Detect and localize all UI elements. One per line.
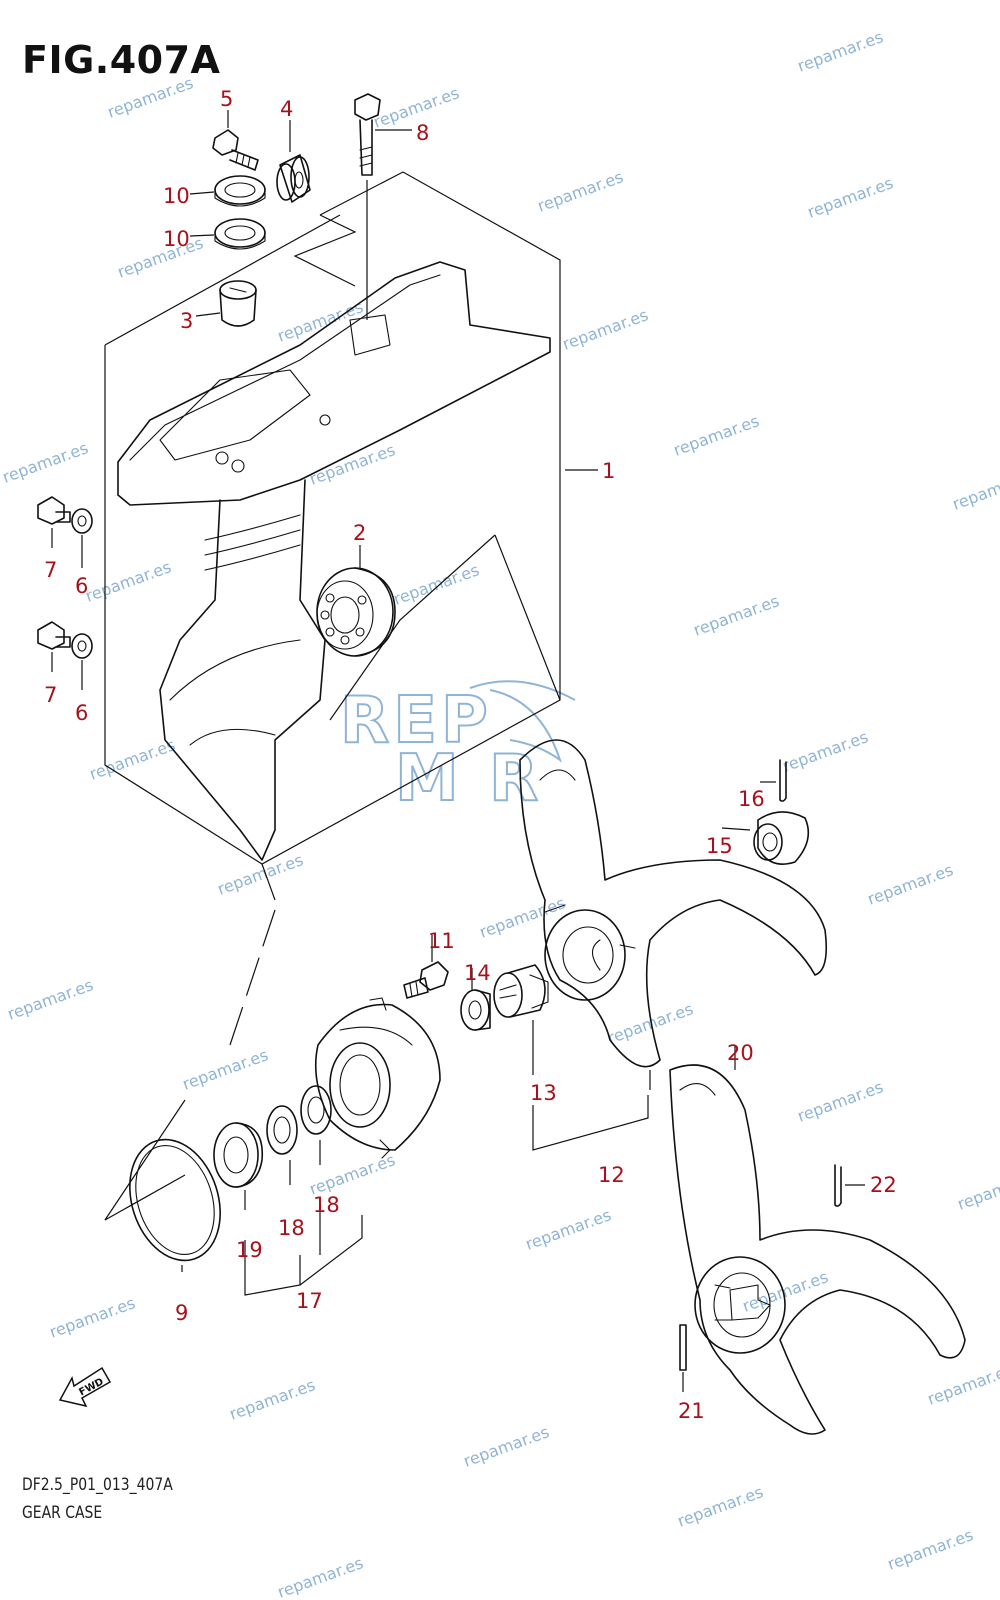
callout-10a: 10 [163,184,190,208]
part-11-14-13-hardware [403,935,649,1151]
watermark-logo-bottom: M R [395,742,542,816]
watermark-text: repamar.es [955,1165,1000,1214]
callout-8: 8 [416,121,429,145]
propeller-shaft-housing [314,997,441,1159]
callout-18b: 18 [313,1193,340,1217]
callout-9: 9 [175,1301,188,1325]
watermark-text: repamar.es [780,727,871,776]
watermark-text: repamar.es [115,233,206,282]
watermark-text: repamar.es [865,860,956,909]
callout-1: 1 [602,459,615,483]
callout-17: 17 [296,1289,323,1313]
callout-2: 2 [353,521,366,545]
part-22-21-pins [679,1164,865,1392]
part-20-propeller [669,1045,966,1435]
callout-11: 11 [428,929,455,953]
callout-7a: 7 [44,558,57,582]
watermark-text: repamar.es [560,305,651,354]
watermark-text: repamar.es [227,1375,318,1424]
callout-3: 3 [180,309,193,333]
part-3-bushing [219,280,257,327]
watermark-text: repamar.es [925,1360,1000,1409]
part-8-bolt [354,93,381,320]
part-5-bolt [212,129,259,171]
part-7-6-plugs [37,496,93,659]
watermark-text: repamar.es [83,557,174,606]
fwd-direction-icon: FWD [58,1366,112,1408]
callout-16: 16 [738,787,765,811]
part-16-15-pin-nut [721,759,810,865]
watermark-text: repamar.es [0,438,91,487]
part-4-bush [276,154,311,203]
watermark-text: repamar.es [47,1293,138,1342]
callout-19: 19 [236,1238,263,1262]
callout-21: 21 [678,1399,705,1423]
watermark-text: repamar.es [180,1045,271,1094]
callout-6b: 6 [75,701,88,725]
watermark-text: repamar.es [805,173,896,222]
callout-7b: 7 [44,683,57,707]
watermark-text: repamar.es [605,999,696,1048]
callout-12: 12 [598,1163,625,1187]
leader-lines [51,110,598,690]
watermark-text: repamar.es [795,1077,886,1126]
watermark-text: repamar.es [795,27,886,76]
callout-18a: 18 [278,1216,305,1240]
watermark-logo: REP M R [339,680,576,817]
watermark-text: repamar.es [535,167,626,216]
watermark-text: repamar.es [461,1422,552,1471]
watermark-text: repamar.es [675,1482,766,1531]
part-10-oil-seals [214,175,266,250]
callout-15: 15 [706,834,733,858]
watermark-text: repamar.es [950,465,1000,514]
figure-title: FIG.407A [22,38,221,82]
watermark-text: repamar.es [477,893,568,942]
callout-5: 5 [220,87,233,111]
watermark-text: repamar.es [5,975,96,1024]
watermark-text: repamar.es [275,1553,366,1600]
watermark-text: repamar.es [105,73,196,122]
callout-6a: 6 [75,574,88,598]
watermark-text: repamar.es [307,440,398,489]
callout-4: 4 [280,97,293,121]
watermark-text: repamar.es [523,1205,614,1254]
gear-case-housing [104,171,561,1221]
watermark-text: repamar.es [391,560,482,609]
callout-22: 22 [870,1173,897,1197]
callout-20: 20 [727,1041,754,1065]
document-name: GEAR CASE [22,1503,103,1523]
watermark-text: repamar.es [671,411,762,460]
part-12-propeller [519,739,828,1090]
document-code: DF2.5_P01_013_407A [22,1475,173,1495]
part-9-o-ring [129,1138,221,1262]
callout-14: 14 [464,961,491,985]
watermark-text: repamar.es [691,591,782,640]
callout-13: 13 [530,1081,557,1105]
callout-numbers: 5 4 8 10 10 3 1 7 6 2 7 6 16 15 11 14 13… [44,87,897,1423]
part-2-bearing [316,567,396,657]
watermark-text: repamar.es [885,1525,976,1574]
part-19-18-bearings [181,1085,363,1296]
callout-10b: 10 [163,227,190,251]
watermark-logo-top: REP [340,684,492,758]
watermark-text: repamar.es [87,735,178,784]
